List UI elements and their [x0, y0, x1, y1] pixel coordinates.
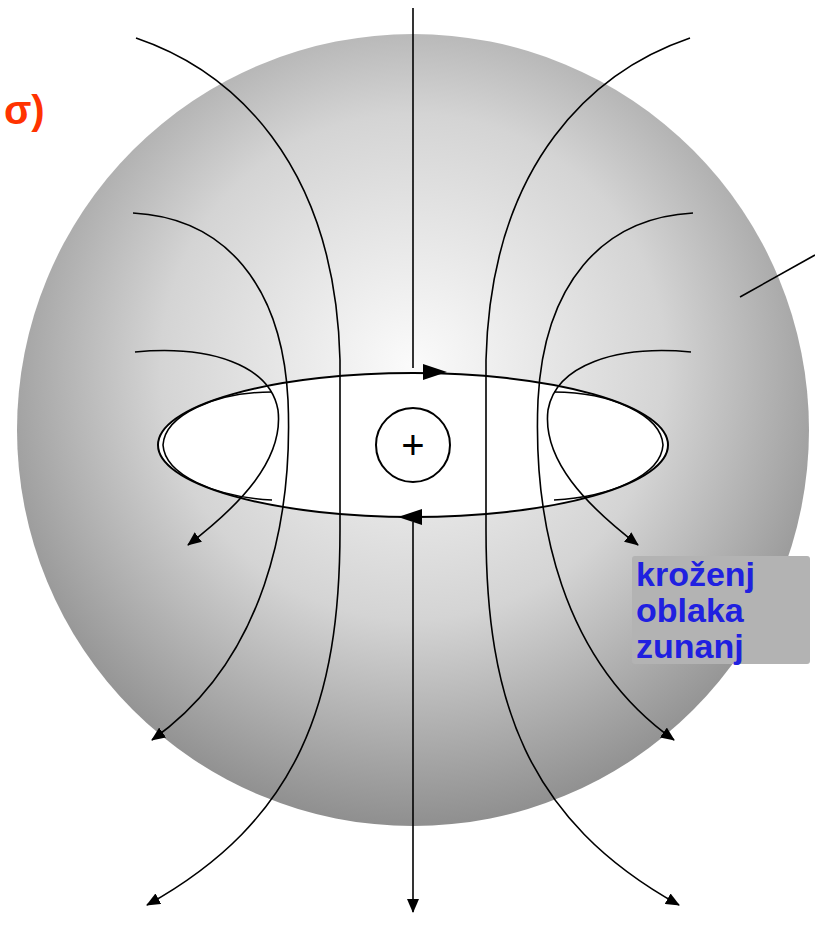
leader-line: [740, 255, 815, 297]
orbit-ellipse: [158, 373, 668, 517]
orbit-arrow: [398, 509, 422, 525]
caption-fragment: kroženj oblaka zunanj: [632, 556, 810, 664]
field-lines-right: [486, 38, 693, 905]
field-lines: [133, 8, 815, 912]
field-line: [412, 8, 414, 368]
field-line: [554, 392, 663, 500]
field-lines-left: [133, 38, 340, 905]
circle-outline: [376, 408, 450, 482]
field-line: [547, 351, 691, 545]
field-line: [133, 213, 289, 740]
title-fragment: σ): [4, 88, 45, 132]
field-line: [412, 522, 414, 912]
field-line: [486, 38, 690, 905]
nucleus-sign: +: [401, 425, 424, 465]
nucleus-circle: +: [375, 407, 451, 483]
orbit-arrow: [423, 364, 447, 380]
field-line: [163, 392, 272, 500]
field-line: [136, 38, 340, 905]
field-line: [135, 351, 279, 545]
